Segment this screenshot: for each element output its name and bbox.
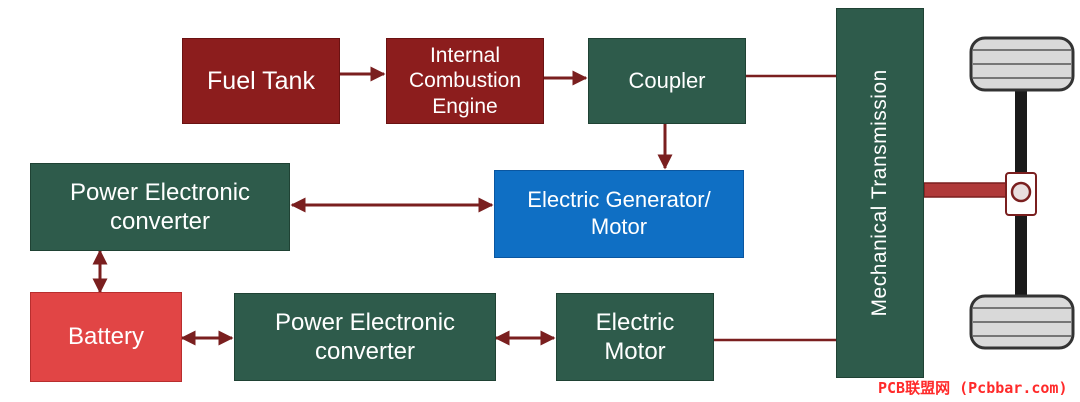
wheel-axle-icon	[923, 36, 1075, 350]
battery-block: Battery	[30, 292, 182, 382]
fuel-tank-block: Fuel Tank	[182, 38, 340, 124]
differential-gear	[1010, 181, 1032, 203]
power-electronic-converter-bottom-block: Power Electronic converter	[234, 293, 496, 381]
internal-combustion-engine-block: Internal Combustion Engine	[386, 38, 544, 124]
wheel-top-icon	[969, 36, 1075, 92]
mechanical-transmission-block: Mechanical Transmission	[836, 8, 924, 378]
wheel-bottom-icon	[969, 294, 1075, 350]
mechanical-transmission-label: Mechanical Transmission	[868, 69, 892, 317]
power-electronic-converter-top-block: Power Electronic converter	[30, 163, 290, 251]
coupler-block: Coupler	[588, 38, 746, 124]
electric-motor-block: Electric Motor	[556, 293, 714, 381]
watermark-text: PCB联盟网 (Pcbbar.com)	[878, 379, 1068, 397]
drive-shaft	[923, 182, 1019, 198]
electric-generator-motor-block: Electric Generator/ Motor	[494, 170, 744, 258]
